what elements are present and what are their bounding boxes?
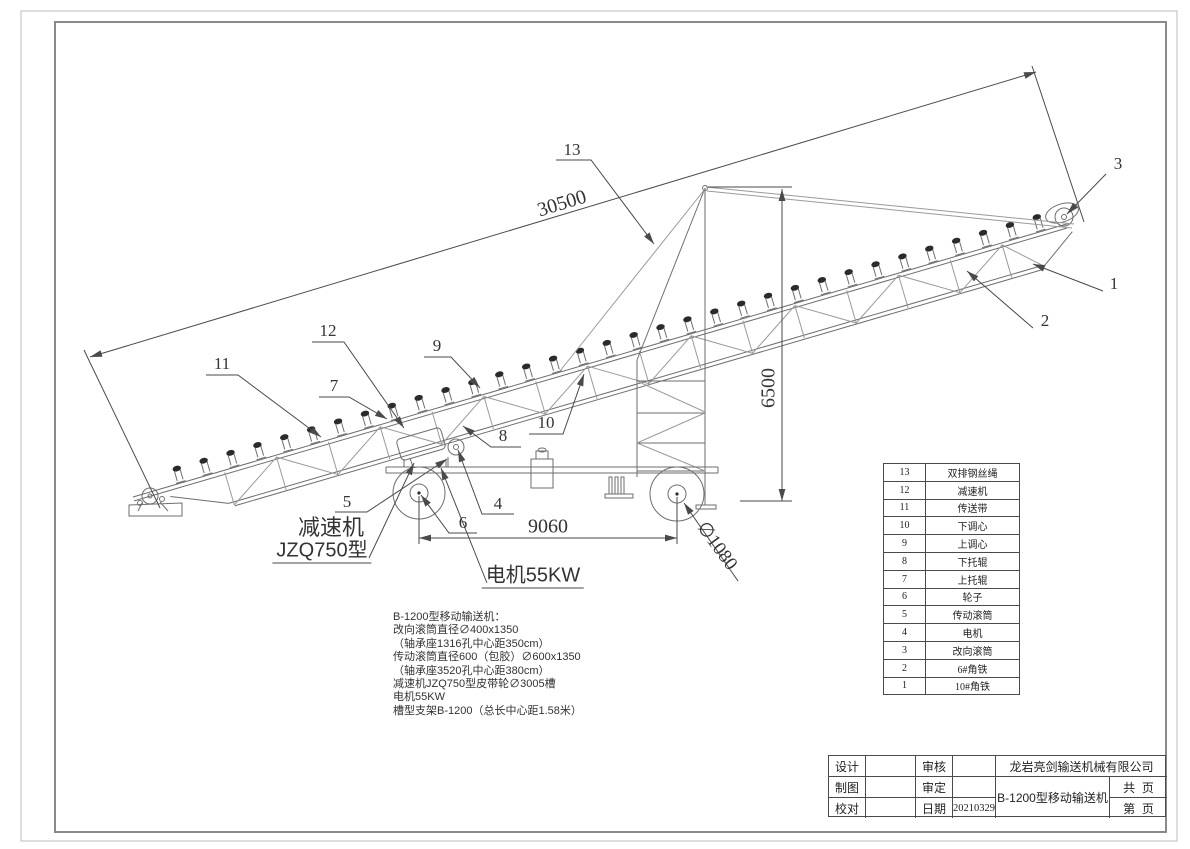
spec-notes: B-1200型移动输送机： 改向滚筒直径∅400x1350 （轴承座1316孔中…: [393, 611, 582, 718]
callout-6: 6: [458, 513, 468, 532]
company-name: 龙岩亮剑输送机械有限公司: [996, 756, 1167, 777]
callout-12: 12: [319, 321, 337, 340]
total-pages: 共 页: [1110, 777, 1167, 798]
note-line: B-1200型移动输送机：: [393, 611, 506, 623]
tail-pulley: [128, 487, 183, 517]
callout-8: 8: [498, 426, 508, 445]
callout-2: 2: [1040, 311, 1050, 330]
date-value: 20210329: [953, 798, 996, 818]
review-label: 审核: [916, 756, 953, 777]
outer-frame: [20, 10, 1178, 842]
proof-value: [866, 798, 916, 818]
callout-5: 5: [342, 492, 352, 511]
page-number: 第 页: [1123, 801, 1154, 816]
drive-unit: [396, 427, 465, 468]
dim-mast-height: 6500: [757, 368, 780, 408]
head-pulley: [1045, 202, 1079, 227]
note-line: 电机55KW: [393, 691, 445, 704]
dimension-lines: [83, 65, 1085, 582]
callout-10: 10: [537, 413, 555, 432]
dim-wheelbase: 9060: [528, 515, 568, 538]
callout-leaders: [206, 159, 1107, 584]
undercarriage: [385, 447, 719, 522]
draft-label: 制图: [829, 777, 866, 798]
note-line: 改向滚筒直径∅400x1350: [393, 624, 519, 637]
reducer-model-label: JZQ750型: [272, 534, 372, 564]
date-label: 日期: [916, 798, 953, 818]
review-value: [953, 756, 996, 777]
design-label: 设计: [829, 756, 866, 777]
draft-value: [866, 777, 916, 798]
callout-13: 13: [563, 140, 581, 159]
note-line: 传动滚筒直径600（包胶）∅600x1350: [393, 651, 581, 664]
mast: [636, 185, 717, 510]
reducer-label: 减速机: [297, 515, 365, 540]
callout-11: 11: [213, 354, 231, 373]
callout-1: 1: [1109, 274, 1119, 293]
approve-label: 审定: [916, 777, 953, 798]
inner-frame: [54, 21, 1167, 833]
callout-3: 3: [1113, 154, 1123, 173]
design-value: [866, 756, 916, 777]
callout-7: 7: [329, 376, 339, 395]
note-line: 减速机JZQ750型皮带轮∅3005槽: [393, 678, 556, 691]
proof-label: 校对: [829, 798, 866, 818]
callout-4: 4: [493, 494, 503, 513]
product-name: B-1200型移动输送机: [996, 777, 1110, 818]
callout-9: 9: [432, 336, 442, 355]
motor-label: 电机55KW: [481, 559, 585, 589]
note-line: （轴承座1316孔中心距350cm）: [393, 637, 550, 650]
title-block: 设计 审核 龙岩亮剑输送机械有限公司 制图 审定 B-1200型移动输送机 共 …: [828, 755, 1167, 818]
note-line: 槽型支架B-1200（总长中心距1.58米）: [393, 704, 582, 717]
note-line: （轴承座3520孔中心距380cm）: [393, 664, 550, 677]
approve-value: [953, 777, 996, 798]
idler-rollers: [170, 212, 1046, 484]
